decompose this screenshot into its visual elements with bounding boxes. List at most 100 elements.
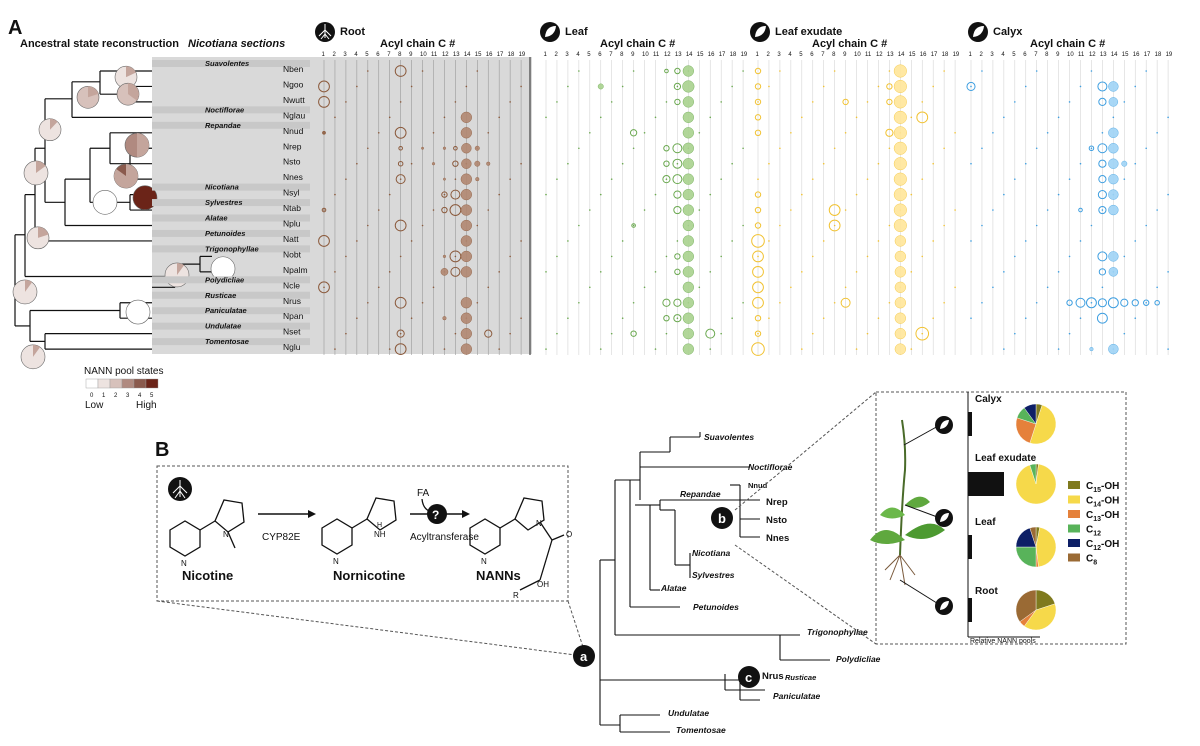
row-labels: SuavolentesNbenNgooNwuttNoctifloraeNglau… bbox=[152, 59, 310, 352]
trace-dot bbox=[855, 116, 858, 119]
trace-dot bbox=[720, 101, 722, 103]
bubble-mark bbox=[682, 235, 694, 247]
trace-dot bbox=[520, 317, 522, 320]
species-label: Npan bbox=[283, 311, 304, 321]
bubble-mark bbox=[752, 281, 764, 294]
tick-label: 16 bbox=[920, 52, 927, 58]
legend-swatch bbox=[145, 378, 159, 389]
bubble-mark bbox=[916, 111, 929, 124]
trace-dot bbox=[822, 317, 825, 320]
trace-dot bbox=[1003, 116, 1005, 119]
plant-leaf bbox=[905, 496, 930, 508]
trace-dot bbox=[1123, 255, 1126, 258]
pie-legend-label: C15-OH bbox=[1086, 481, 1119, 494]
trace-dot bbox=[981, 224, 983, 227]
tick-label: 1 bbox=[322, 52, 326, 58]
bubble-mark bbox=[893, 110, 907, 124]
bubble-mark bbox=[828, 204, 841, 216]
trace-dot bbox=[578, 224, 580, 227]
species-label: Nben bbox=[283, 64, 304, 74]
tick-label: 17 bbox=[931, 52, 938, 58]
trace-dot bbox=[992, 132, 994, 134]
bubble-mark bbox=[1078, 207, 1083, 213]
pie-slice bbox=[177, 262, 185, 275]
trace-dot bbox=[866, 255, 869, 258]
bubble-mark bbox=[682, 127, 694, 139]
tissue-header-leaf: Leaf Acyl chain C # bbox=[540, 22, 675, 50]
bubble-mark bbox=[662, 298, 671, 307]
trace-dot bbox=[932, 85, 934, 88]
trace-dot bbox=[1057, 271, 1060, 273]
trace-dot bbox=[1024, 85, 1027, 88]
bubble-mark bbox=[1098, 205, 1107, 215]
tick-label: 12 bbox=[1089, 52, 1096, 58]
trace-dot bbox=[1068, 255, 1071, 258]
trace-dot bbox=[1134, 162, 1137, 165]
tick-label: 8 bbox=[398, 52, 402, 58]
tick-label: 7 bbox=[821, 52, 825, 58]
bubble-mark bbox=[682, 80, 695, 93]
section-strip bbox=[152, 307, 310, 315]
trace-dot bbox=[709, 271, 712, 273]
pie-legend-swatch bbox=[1068, 510, 1080, 518]
species-label: Nobt bbox=[283, 249, 302, 259]
trace-dot bbox=[1090, 301, 1093, 304]
bubble-mark bbox=[1108, 267, 1119, 277]
tick-label: 15 bbox=[1122, 52, 1129, 58]
legend-level: 5 bbox=[150, 393, 154, 399]
bubble-mark bbox=[450, 189, 461, 200]
trace-dot bbox=[698, 209, 701, 211]
tick-label: 7 bbox=[1034, 52, 1038, 58]
bubble-mark bbox=[629, 129, 638, 137]
bubble-mark bbox=[1088, 145, 1095, 151]
bubble-mark bbox=[682, 281, 694, 293]
pie-slice bbox=[1015, 417, 1037, 444]
tick-label: 8 bbox=[1045, 52, 1049, 58]
phylogeny-tree-b: SuavolentesNoctifloraeRepandaeNicotianaS… bbox=[573, 432, 881, 735]
section-strip bbox=[152, 183, 310, 191]
trace-dot bbox=[844, 286, 847, 289]
node-letter: b bbox=[718, 511, 726, 526]
trace-dot bbox=[665, 255, 668, 258]
trace-dot bbox=[1068, 101, 1071, 103]
bubble-mark bbox=[460, 204, 472, 216]
bubble-mark bbox=[840, 297, 851, 308]
trace-dot bbox=[1024, 317, 1027, 320]
trace-dot bbox=[888, 224, 891, 227]
bubble-mark bbox=[1097, 81, 1108, 92]
axis-title-calyx: Acyl chain C # bbox=[1030, 38, 1105, 50]
trace-dot bbox=[498, 116, 501, 119]
trace-dot bbox=[709, 348, 712, 350]
clade-label: Undulatae bbox=[668, 708, 709, 718]
bubble-mark bbox=[673, 298, 682, 307]
trace-dot bbox=[509, 255, 511, 258]
trace-dot bbox=[454, 255, 457, 258]
legend-level: 3 bbox=[126, 393, 130, 399]
trace-dot bbox=[432, 132, 435, 134]
trace-dot bbox=[822, 85, 825, 88]
pie-slice bbox=[1029, 526, 1037, 548]
trace-dot bbox=[877, 317, 880, 320]
trace-dot bbox=[768, 85, 770, 88]
trace-dot bbox=[567, 317, 569, 320]
pie-legend-swatch bbox=[1068, 524, 1080, 533]
clade-label: Sylvestres bbox=[692, 570, 735, 580]
bubble-mark bbox=[1098, 97, 1107, 107]
section-label: Sylvestres bbox=[205, 198, 243, 207]
relative-pool-bar bbox=[968, 472, 1004, 496]
rusticae-label: Rusticae bbox=[785, 673, 816, 682]
trace-dot bbox=[1156, 286, 1158, 289]
bubble-mark bbox=[1097, 298, 1107, 308]
trace-dot bbox=[1123, 332, 1126, 335]
bubble-mark bbox=[754, 98, 762, 106]
bubble-mark bbox=[1154, 300, 1160, 306]
trace-dot bbox=[981, 301, 983, 304]
section-label: Noctiflorae bbox=[205, 105, 244, 114]
trace-dot bbox=[801, 193, 803, 196]
trace-dot bbox=[757, 101, 759, 103]
legend-swatch bbox=[121, 378, 135, 389]
tissue-header-exudate: Leaf exudate Acyl chain C # bbox=[750, 22, 887, 50]
section-strip bbox=[152, 214, 310, 222]
trace-dot bbox=[742, 70, 744, 72]
